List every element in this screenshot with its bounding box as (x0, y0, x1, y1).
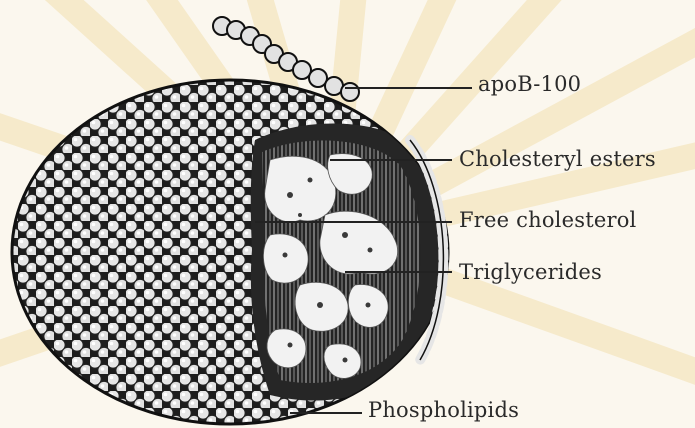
label-cholesteryl-esters: Cholesteryl esters (459, 147, 656, 171)
lipoprotein-particle (12, 80, 448, 424)
label-free-cholesterol: Free cholesterol (459, 208, 636, 232)
label-phospholipids: Phospholipids (368, 398, 519, 422)
core-cutaway (251, 124, 440, 401)
label-triglycerides: Triglycerides (459, 260, 602, 284)
label-apob-100: apoB-100 (478, 72, 581, 96)
